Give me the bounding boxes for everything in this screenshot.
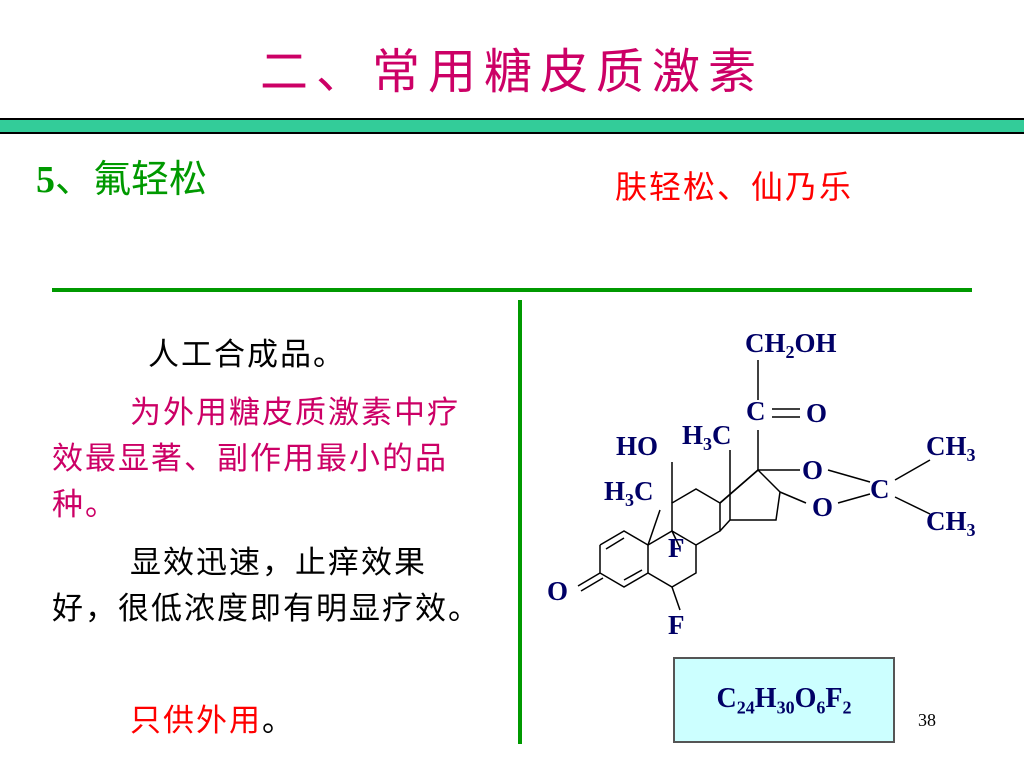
structural-formula: CH2OH C O HO H3C H3C CH3 CH3 O O C F F O (547, 328, 976, 640)
drug-number: 5 (36, 159, 55, 201)
molecular-formula-box: C24H30O6F2 (673, 657, 895, 743)
hydroxyl-label: HO (616, 431, 658, 461)
usage-text: 只供外用 (130, 703, 262, 739)
paragraph-synthetic: 人工合成品。 (148, 337, 346, 373)
ketone-o-label: O (547, 576, 568, 606)
vertical-divider (518, 300, 522, 744)
carbonyl-c-label: C (746, 396, 766, 426)
horizontal-divider (52, 288, 972, 292)
c10-methyl-label: H3C (604, 476, 654, 510)
molecular-formula: C24H30O6F2 (716, 683, 852, 718)
paragraph-efficacy: 为外用糖皮质激素中疗效最显著、副作用最小的品种。 (52, 395, 460, 523)
acetal-o-upper-label: O (802, 455, 823, 485)
methyl-top-label: CH3 (926, 431, 976, 465)
carbonyl-o-label: O (806, 398, 827, 428)
ch2oh-label: CH2OH (745, 328, 837, 362)
usage-period: 。 (262, 703, 295, 739)
drug-name: 、氟轻松 (55, 157, 208, 201)
methyl-bottom-label: CH3 (926, 506, 976, 540)
skeleton-bonds (577, 360, 931, 611)
paragraph-onset: 显效迅速，止痒效果好，很低浓度即有明显疗效。 (52, 545, 481, 627)
title-bar (0, 118, 1024, 134)
c13-methyl-label: H3C (682, 420, 732, 454)
fluorine-6-label: F (668, 610, 685, 640)
acetal-o-lower-label: O (812, 492, 833, 522)
page-number: 38 (918, 710, 936, 730)
paragraph-usage: 只供外用。 (52, 698, 492, 744)
fluorine-9-label: F (668, 533, 685, 563)
slide-title: 二、常用糖皮质激素 (259, 44, 764, 100)
drug-heading: 5、氟轻松 (36, 148, 207, 203)
acetal-c-label: C (870, 474, 890, 504)
drug-alias: 肤轻松、仙乃乐 (615, 168, 854, 206)
